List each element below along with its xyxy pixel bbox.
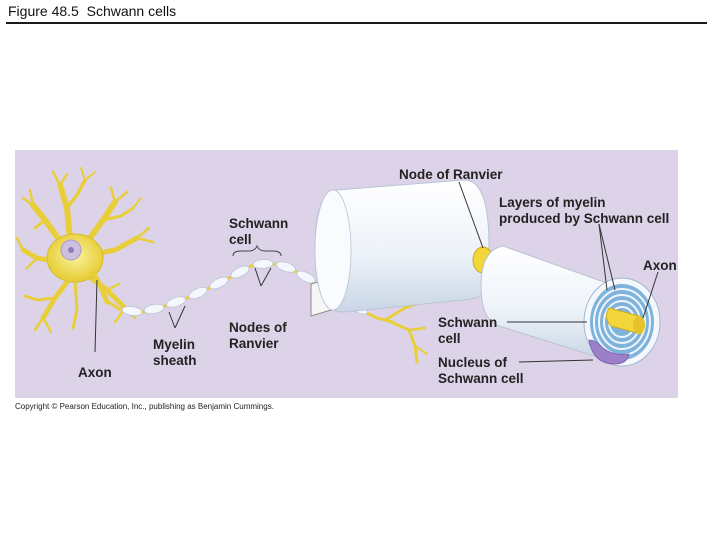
label-myelin-sheath-line2: sheath (153, 353, 197, 368)
myelin-cross-section (583, 277, 661, 367)
label-myelin-sheath-line1: Myelin (153, 337, 195, 352)
label-nodes-of-ranvier-line2: Ranvier (229, 336, 279, 351)
label-schwann-cell-top-line1: Schwann (229, 216, 288, 231)
label-layers-of-myelin-line2: produced by Schwann cell (499, 211, 669, 226)
label-node-of-ranvier: Node of Ranvier (399, 167, 503, 182)
schwann-nucleus (588, 339, 630, 365)
myelin-segments (121, 259, 316, 317)
label-nucleus-line2: Schwann cell (438, 371, 524, 386)
title-divider (6, 22, 707, 24)
label-axon-right: Axon (643, 258, 677, 273)
leader-lines (94, 181, 659, 363)
slide-title: Figure 48.5 Schwann cells (8, 3, 177, 19)
copyright-notice: Copyright © Pearson Education, Inc., pub… (15, 402, 274, 411)
schwann-cell-diagram: Node of Ranvier Layers of myelin produce… (15, 150, 678, 398)
label-axon-left: Axon (78, 365, 112, 380)
label-nucleus-line1: Nucleus of (438, 355, 508, 370)
label-layers-of-myelin-line1: Layers of myelin (499, 195, 606, 210)
label-nodes-of-ranvier-line1: Nodes of (229, 320, 287, 335)
label-schwann-cell-right-line2: cell (438, 331, 461, 346)
schwann-cylinder-upper (314, 179, 490, 313)
label-schwann-cell-right-line1: Schwann (438, 315, 497, 330)
schwann-brace (232, 244, 282, 257)
label-schwann-cell-top-line2: cell (229, 232, 252, 247)
